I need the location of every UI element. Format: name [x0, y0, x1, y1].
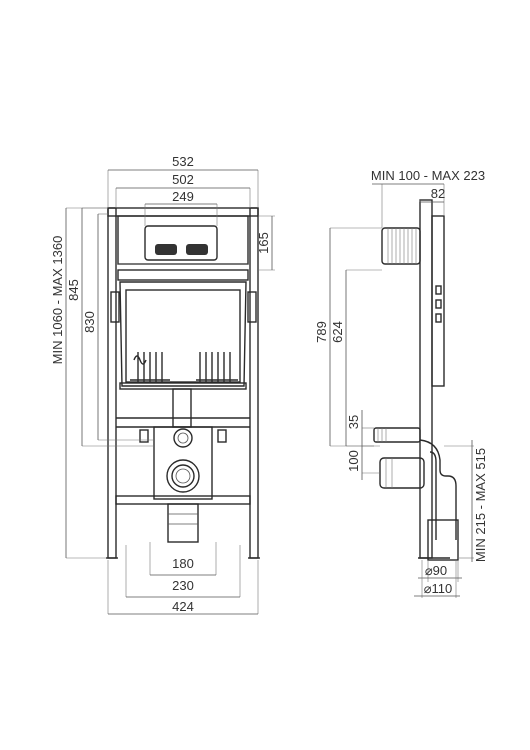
dim-text-532: 532 — [172, 154, 194, 169]
left-upright — [107, 207, 117, 559]
waste-bend — [419, 439, 457, 540]
flush-connector — [373, 427, 421, 443]
dim-text-845: 845 — [66, 279, 81, 301]
stud-right — [217, 429, 227, 443]
dim-text-depth-range: MIN 100 - MAX 223 — [371, 168, 485, 183]
cistern — [119, 281, 247, 387]
right-bracket — [247, 291, 257, 323]
wall-anchor — [381, 227, 421, 265]
side-upright — [419, 199, 433, 559]
waste-connector — [379, 457, 425, 489]
dim-35: 35 — [346, 410, 374, 446]
waste-pipe — [167, 503, 199, 543]
dim-82: 82 — [419, 186, 445, 203]
side-cistern — [431, 215, 445, 387]
dim-165: 165 — [256, 215, 275, 271]
dim-text-165: 165 — [256, 232, 271, 254]
dim-text-502: 502 — [172, 172, 194, 187]
left-bracket — [110, 291, 120, 323]
dim-502: 502 — [115, 172, 251, 208]
crossbar-upper — [117, 269, 249, 281]
flush-button-left — [155, 244, 177, 255]
dim-text-624: 624 — [330, 321, 345, 343]
dim-100: 100 — [346, 445, 380, 480]
dim-depth-range: MIN 100 - MAX 223 — [371, 168, 485, 228]
dim-text-180: 180 — [172, 556, 194, 571]
dim-text-249: 249 — [172, 189, 194, 204]
dim-text-82: 82 — [431, 186, 445, 201]
side-view: MIN 100 - MAX 223 82 789 624 35 — [314, 168, 488, 598]
dim-text-dia-110: ⌀110 — [424, 581, 453, 596]
spring-group-right — [196, 352, 238, 382]
bottom-bar — [115, 495, 251, 505]
dim-text-35: 35 — [346, 415, 361, 429]
plate-area — [117, 215, 249, 265]
dim-drain-range: MIN 215 - MAX 515 — [444, 440, 488, 562]
cistern-inner — [125, 289, 241, 383]
dim-text-drain-range: MIN 215 - MAX 515 — [473, 448, 488, 562]
dim-230: 230 — [125, 560, 241, 598]
dim-845: 845 — [66, 207, 154, 447]
flush-button-right — [186, 244, 208, 255]
dim-text-height-range: MIN 1060 - MAX 1360 — [50, 236, 65, 365]
dim-text-dia-90: ⌀90 — [425, 563, 447, 578]
dim-height-range: MIN 1060 - MAX 1360 — [50, 207, 108, 559]
bowl-connection — [153, 426, 213, 500]
dim-text-424: 424 — [172, 599, 194, 614]
dim-180: 180 — [149, 542, 217, 576]
waste-outlet — [166, 459, 200, 493]
dim-dia-110: ⌀110 — [414, 560, 460, 598]
stud-left — [139, 429, 149, 443]
downpipe — [172, 388, 192, 428]
dim-249: 249 — [144, 189, 218, 226]
dim-789: 789 — [314, 227, 382, 447]
dim-424: 424 — [107, 560, 259, 615]
dim-830: 830 — [82, 213, 154, 441]
waste-outlet-side — [427, 519, 459, 561]
flush-plate — [144, 225, 218, 261]
dim-text-830: 830 — [82, 311, 97, 333]
flush-outlet — [173, 428, 193, 448]
dim-text-230: 230 — [172, 578, 194, 593]
front-view: 532 502 249 165 MIN 1060 - MAX 1360 — [50, 154, 275, 615]
dim-dia-90: ⌀90 — [418, 560, 462, 582]
dim-text-100: 100 — [346, 450, 361, 472]
top-bar — [107, 207, 259, 217]
dim-text-789: 789 — [314, 321, 329, 343]
dim-532: 532 — [107, 154, 259, 208]
right-upright — [249, 207, 259, 559]
spring-group-left — [130, 352, 170, 382]
